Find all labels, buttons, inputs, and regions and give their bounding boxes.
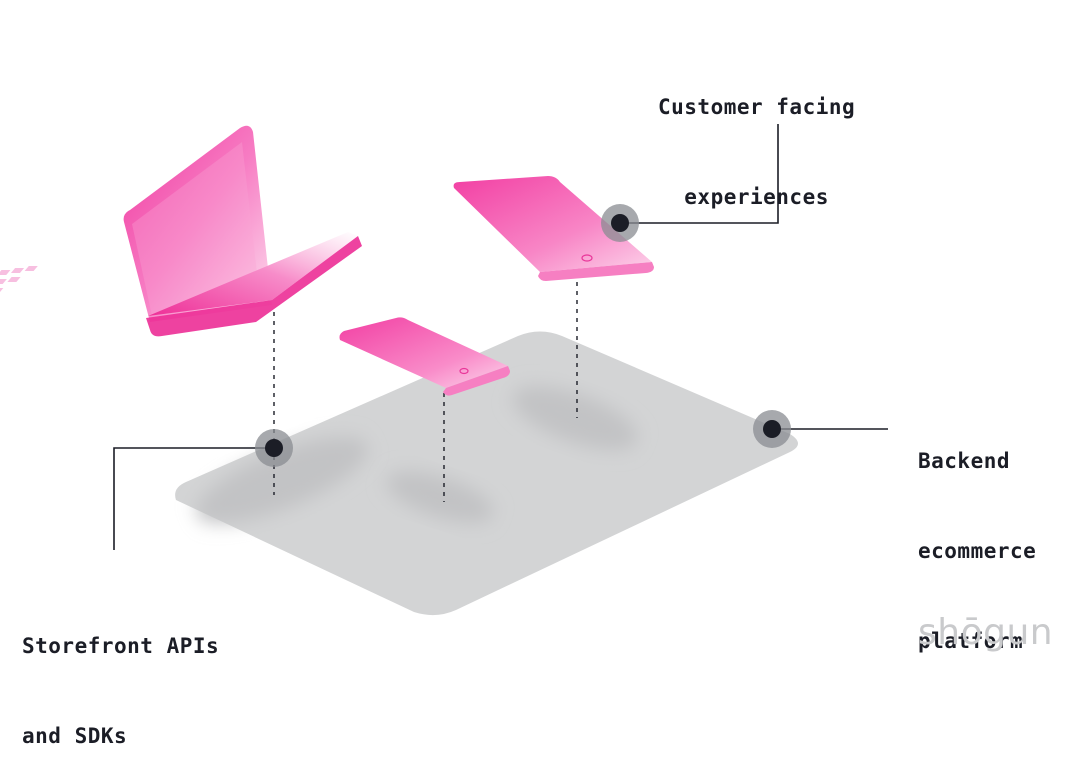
backend-label: Backend ecommerce platform bbox=[918, 386, 1036, 686]
connector-node-icon bbox=[265, 439, 283, 457]
storefront-line-1: Storefront APIs bbox=[22, 634, 220, 658]
laptop-icon bbox=[0, 125, 362, 337]
connector-node-storefront bbox=[255, 429, 293, 467]
backend-line-3: platform bbox=[918, 629, 1024, 653]
backend-line-2: ecommerce bbox=[918, 539, 1037, 563]
storefront-callout-line bbox=[113, 447, 274, 550]
storefront-label: Storefront APIs and SDKs bbox=[22, 571, 219, 781]
phone-icon bbox=[339, 317, 510, 396]
connector-node-icon bbox=[763, 420, 781, 438]
tablet-shadow bbox=[512, 386, 638, 450]
storefront-line-2: and SDKs bbox=[22, 724, 128, 748]
connector-node-customer bbox=[601, 204, 639, 242]
backend-platform bbox=[175, 331, 799, 616]
connector-node-backend bbox=[753, 410, 791, 448]
tablet-icon bbox=[453, 176, 654, 281]
customer-callout-line bbox=[620, 124, 779, 224]
backend-line-1: Backend bbox=[918, 449, 1011, 473]
customer-facing-line-2: experiences bbox=[684, 185, 829, 209]
dashed-guides bbox=[273, 282, 578, 502]
customer-facing-label: Customer facing experiences bbox=[658, 32, 855, 242]
callout-lines bbox=[113, 124, 888, 550]
phone-shadow bbox=[386, 471, 494, 523]
ecommerce-architecture-diagram bbox=[0, 124, 888, 616]
connector-node-icon bbox=[611, 214, 629, 232]
shogun-logo: shōgun bbox=[918, 612, 1054, 653]
customer-facing-line-1: Customer facing bbox=[658, 95, 856, 119]
laptop-shadow bbox=[196, 436, 368, 524]
